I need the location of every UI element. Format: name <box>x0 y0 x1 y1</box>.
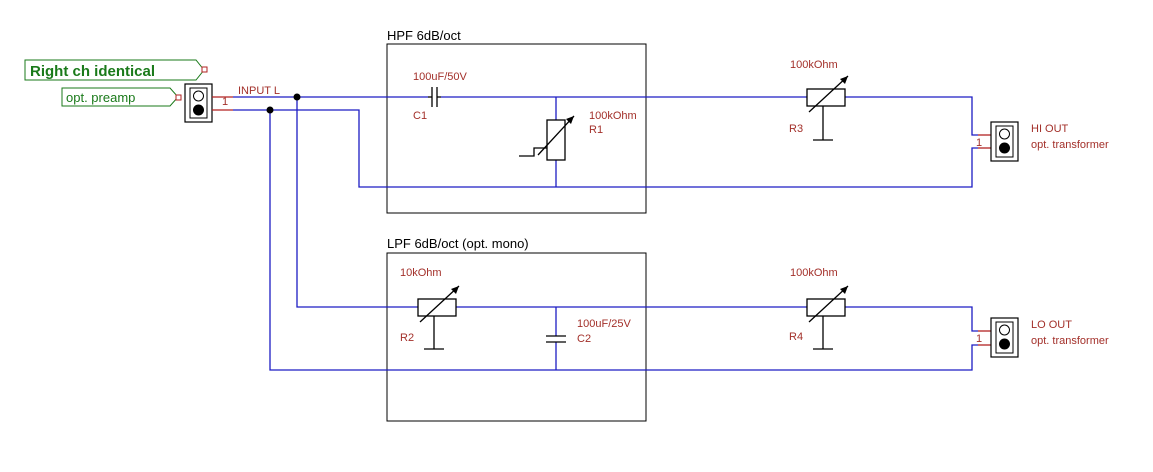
lo-out-note: opt. transformer <box>1031 335 1109 347</box>
input-label: INPUT L <box>238 85 280 97</box>
capacitor-c1 <box>428 87 441 107</box>
capacitor-c2 <box>546 335 566 343</box>
r1-name: R1 <box>589 124 603 136</box>
r3-value: 100kOhm <box>790 59 838 71</box>
lpf-box <box>386 252 647 422</box>
potentiometer-r1 <box>519 115 575 161</box>
r2-value: 10kOhm <box>400 267 442 279</box>
hpf-title: HPF 6dB/oct <box>387 28 461 43</box>
junction-dot <box>293 93 301 101</box>
hi-out-jack: 1 <box>976 121 1019 162</box>
c2-name: C2 <box>577 333 591 345</box>
input-jack: 1 <box>184 83 233 123</box>
r3-name: R3 <box>789 123 803 135</box>
c2-value: 100uF/25V <box>577 318 631 330</box>
preamp-flag: opt. preamp <box>61 87 182 107</box>
r1-value: 100kOhm <box>589 110 637 122</box>
lo-out-jack: 1 <box>976 317 1019 358</box>
r2-name: R2 <box>400 332 414 344</box>
preamp-label: opt. preamp <box>66 90 135 105</box>
lo-out-label: LO OUT <box>1031 319 1072 331</box>
r4-value: 100kOhm <box>790 267 838 279</box>
lo-out-pin-number: 1 <box>976 333 982 345</box>
hi-out-pin-number: 1 <box>976 137 982 149</box>
right-channel-flag: Right ch identical <box>24 59 208 81</box>
hpf-box <box>386 43 647 214</box>
c1-value: 100uF/50V <box>413 71 467 83</box>
lpf-title: LPF 6dB/oct (opt. mono) <box>387 236 529 251</box>
r4-name: R4 <box>789 331 803 343</box>
hi-out-label: HI OUT <box>1031 123 1069 135</box>
c1-name: C1 <box>413 110 427 122</box>
potentiometer-r4 <box>806 285 849 350</box>
junction-dot <box>266 106 274 114</box>
wires <box>233 96 978 371</box>
input-pin-number: 1 <box>222 96 228 108</box>
right-channel-label: Right ch identical <box>30 63 155 80</box>
potentiometer-r2 <box>417 285 460 350</box>
potentiometer-r3 <box>806 75 849 141</box>
hi-out-note: opt. transformer <box>1031 139 1109 151</box>
